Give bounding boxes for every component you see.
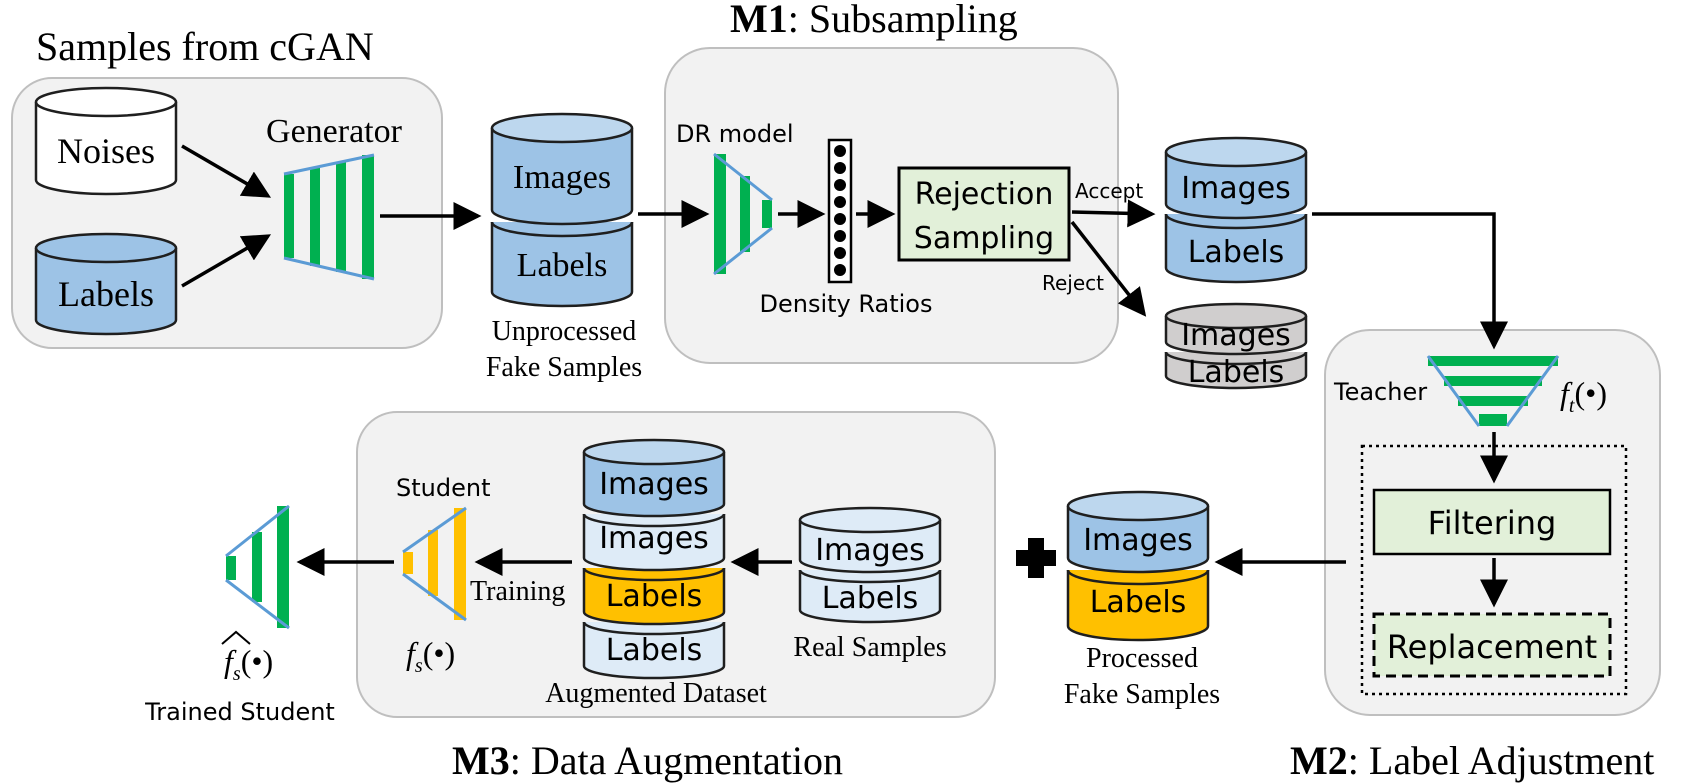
rejection-sampling-box: Rejection Sampling [897,166,1071,262]
aug-labels-1-label: Labels [606,579,703,614]
cgan-labels-label: Labels [58,274,154,314]
replacement-label: Replacement [1387,628,1597,666]
plus-icon [1016,538,1056,578]
rejected-database: Images Labels [1164,302,1308,390]
trained-student-network-icon [225,504,290,630]
labels-to-generator-arrow [181,234,272,288]
trained-student-caption: Trained Student [144,698,335,726]
cgan-labels-database: Labels [34,232,178,336]
filtering-box: Filtering [1372,488,1612,556]
density-ratios-label: Density Ratios [760,290,933,318]
rejected-labels-label: Labels [1188,355,1285,390]
m1-title: M1: Subsampling [730,0,1018,41]
accept-arrow [1071,199,1156,228]
teacher-network-icon [1426,355,1560,427]
teacher-function: ft(•) [1560,375,1607,417]
student-label: Student [396,474,490,502]
aug-labels-2-label: Labels [606,633,703,668]
processed-caption-2: Fake Samples [1064,679,1220,710]
rejection-sampling-line2: Sampling [914,221,1054,256]
noises-to-generator-arrow [181,144,272,198]
unprocessed-caption-2: Fake Samples [486,352,642,383]
processed-images-label: Images [1083,523,1193,558]
real-labels-label: Labels [822,581,919,616]
accepted-images-label: Images [1181,171,1291,206]
svg-text:fs(•): fs(•) [224,643,273,685]
adjustment-dotted-frame [1360,444,1628,696]
real-samples-database: Images Labels [798,506,942,624]
student-network-icon [402,506,467,622]
augmented-caption: Augmented Dataset [545,678,767,709]
noises-label: Noises [57,131,155,171]
rejected-images-label: Images [1181,318,1291,353]
processed-caption-1: Processed [1086,643,1198,674]
accepted-labels-label: Labels [1188,235,1285,270]
student-function: fs(•) [406,635,455,677]
processed-labels-label: Labels [1090,585,1187,620]
processed-database: Images Labels [1066,490,1210,642]
generator-label: Generator [266,113,403,150]
accepted-to-teacher-arrow [1312,212,1508,350]
dr-model-network-icon [713,152,773,276]
m3-title: M3: Data Augmentation [452,738,843,783]
reject-label: Reject [1042,271,1104,295]
unprocessed-labels-label: Labels [517,247,608,284]
m2-title: M2: Label Adjustment [1290,738,1654,783]
aug-images-2-label: Images [599,521,709,556]
dr-model-label: DR model [676,120,794,148]
replacement-box: Replacement [1372,612,1612,678]
trained-student-function: fs(•) [221,630,273,685]
accept-label: Accept [1075,179,1143,203]
unprocessed-images-label: Images [513,159,611,196]
augmented-database: Images Images Labels Labels [582,438,726,680]
real-images-label: Images [815,533,925,568]
reject-arrow [1070,220,1147,317]
cgan-title: Samples from cGAN [36,24,374,69]
aug-images-1-label: Images [599,467,709,502]
generator-network-icon [283,153,375,281]
accepted-database: Images Labels [1164,136,1308,284]
noises-database: Noises [34,86,178,196]
filtering-label: Filtering [1428,504,1557,542]
unprocessed-caption-1: Unprocessed [492,316,637,347]
unprocessed-database: Images Labels [490,112,634,308]
teacher-label: Teacher [1333,378,1427,406]
rejection-sampling-line1: Rejection [915,177,1054,212]
training-label: Training [470,576,565,607]
real-samples-caption: Real Samples [793,632,946,663]
density-ratios-vector [827,138,853,284]
